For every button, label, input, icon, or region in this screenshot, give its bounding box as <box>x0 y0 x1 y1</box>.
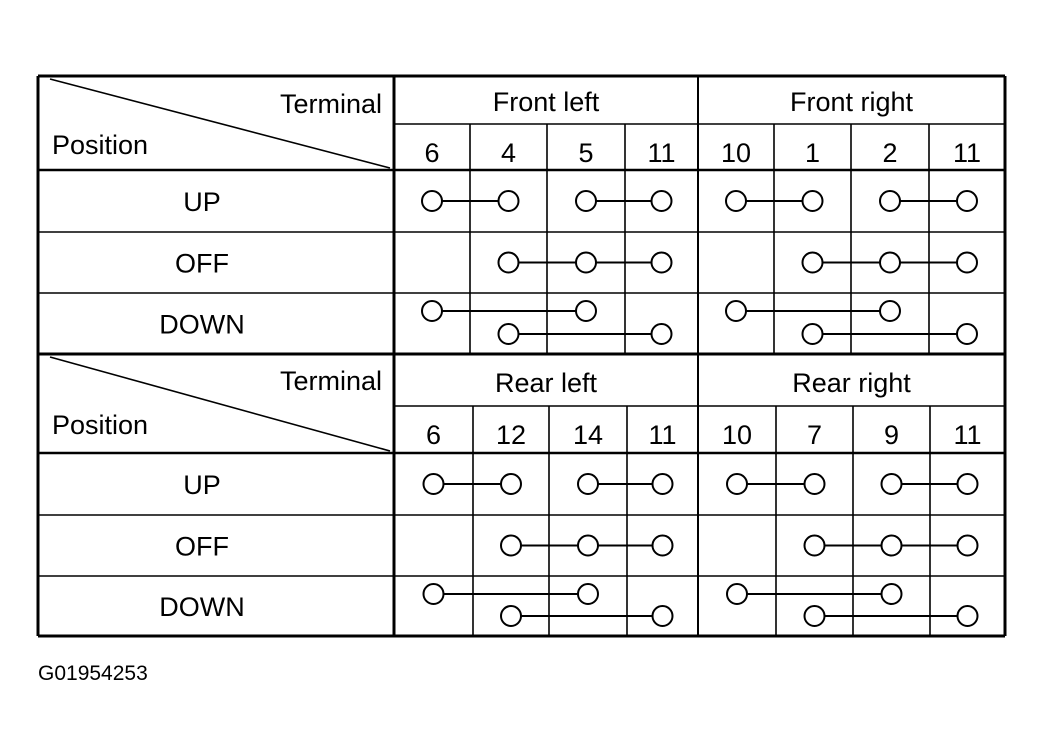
terminal-circle <box>497 190 520 212</box>
terminal-circle <box>726 583 748 605</box>
terminal-circle <box>879 251 901 274</box>
position-label: OFF <box>175 249 229 279</box>
terminal-number-label: 5 <box>578 138 593 168</box>
terminal-number-label: 14 <box>573 420 603 450</box>
terminal-number-label: 4 <box>501 138 516 168</box>
terminal-circle <box>577 534 599 557</box>
terminal-circle <box>956 605 979 627</box>
position-header-label: Position <box>52 410 148 440</box>
terminal-number-label: 11 <box>953 138 981 168</box>
terminal-circle <box>497 323 520 345</box>
terminal-number-label: 2 <box>882 138 897 168</box>
terminal-circle <box>725 190 747 212</box>
terminal-circle <box>803 605 826 627</box>
terminal-circle <box>956 251 978 274</box>
position-label: DOWN <box>159 310 244 340</box>
terminal-circle <box>956 323 978 345</box>
figure-id: G01954253 <box>38 662 148 685</box>
terminal-circle <box>801 190 824 212</box>
terminal-circle <box>651 534 674 557</box>
terminal-circle <box>880 583 903 605</box>
position-label: UP <box>183 470 221 500</box>
group-label: Rear right <box>792 368 911 398</box>
terminal-number-label: 11 <box>648 420 676 450</box>
continuity-wires <box>442 200 958 617</box>
terminal-number-label: 6 <box>426 420 441 450</box>
terminal-circle <box>500 605 522 627</box>
terminal-circle <box>575 251 597 274</box>
terminal-circle <box>956 473 979 495</box>
group-label: Front right <box>790 87 914 117</box>
terminal-circle <box>956 534 979 557</box>
terminal-number-label: 12 <box>496 420 526 450</box>
terminal-circle <box>725 300 747 322</box>
header-diagonal-line <box>49 78 391 169</box>
terminal-circle <box>421 300 443 322</box>
terminal-circle <box>651 473 674 495</box>
terminal-circle <box>801 323 824 345</box>
terminal-circle <box>803 534 826 557</box>
terminal-number-label: 9 <box>884 420 899 450</box>
terminal-circle <box>577 583 599 605</box>
terminal-number-label: 6 <box>424 138 439 168</box>
terminal-header-label: Terminal <box>280 89 382 119</box>
terminal-circle <box>880 473 903 495</box>
group-label: Rear left <box>495 368 598 398</box>
terminal-circle <box>575 190 597 212</box>
terminal-number-label: 11 <box>953 420 981 450</box>
position-header-label: Position <box>52 130 148 160</box>
terminal-number-label: 11 <box>647 138 675 168</box>
table-gridlines <box>36 74 1007 638</box>
header-diagonal-line <box>49 356 391 452</box>
terminal-number-label: 10 <box>721 138 751 168</box>
terminal-circle <box>880 534 903 557</box>
terminal-circle <box>803 473 826 495</box>
position-label: DOWN <box>159 592 244 622</box>
terminal-circle <box>801 251 824 274</box>
terminal-circle <box>879 300 901 322</box>
terminal-circle <box>879 190 901 212</box>
terminal-circle <box>650 190 673 212</box>
terminal-circle <box>422 583 445 605</box>
terminal-circle <box>577 473 599 495</box>
group-label: Front left <box>493 87 600 117</box>
terminal-circle <box>422 473 445 495</box>
terminal-number-label: 1 <box>805 138 820 168</box>
position-label: UP <box>183 187 221 217</box>
terminal-circle <box>651 605 674 627</box>
terminal-header-label: Terminal <box>280 366 382 396</box>
terminal-circle <box>500 473 522 495</box>
terminal-circles <box>421 190 979 627</box>
terminal-circle <box>421 190 443 212</box>
terminal-circle <box>497 251 520 274</box>
terminal-circle <box>650 251 673 274</box>
terminal-circle <box>956 190 978 212</box>
terminal-circle <box>575 300 597 322</box>
terminal-number-label: 10 <box>722 420 752 450</box>
position-label: OFF <box>175 532 229 562</box>
terminal-number-label: 7 <box>807 420 822 450</box>
terminal-circle <box>726 473 748 495</box>
terminal-circle <box>650 323 673 345</box>
terminal-circle <box>500 534 522 557</box>
